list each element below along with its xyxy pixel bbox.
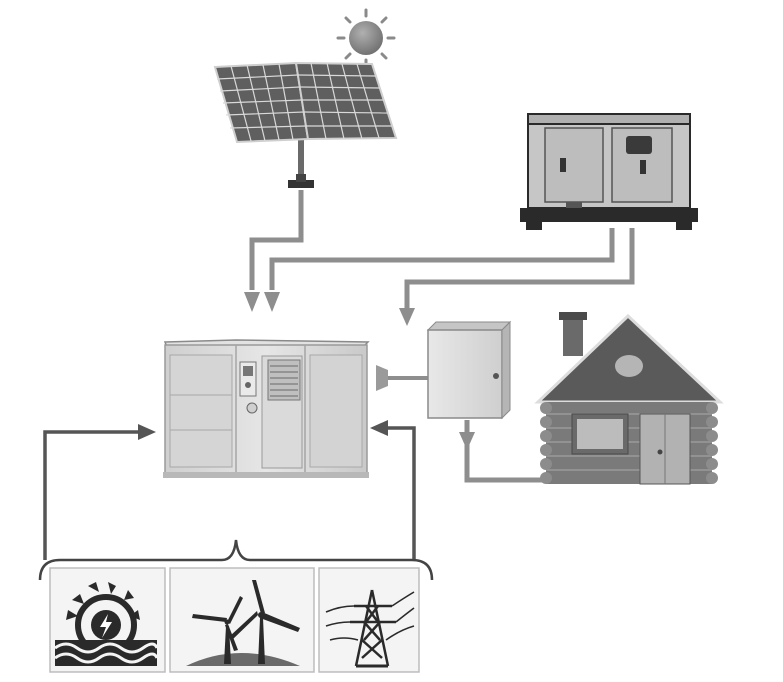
transmission-tower-icon bbox=[325, 589, 415, 668]
electrical-cabinet-icon bbox=[426, 320, 512, 420]
house-icon bbox=[534, 312, 724, 485]
house-arrowhead bbox=[459, 432, 475, 450]
generator-icon bbox=[520, 113, 698, 230]
hydro-turbine-icon bbox=[54, 582, 159, 666]
container-icon bbox=[163, 339, 370, 478]
solar-panel-icon bbox=[213, 61, 398, 188]
wind-turbine-icon bbox=[186, 580, 300, 666]
solar-connector-line bbox=[249, 190, 304, 290]
container-cabinet-link bbox=[376, 365, 430, 391]
sun-icon bbox=[336, 8, 396, 68]
solar-arrowhead bbox=[244, 292, 260, 312]
brace bbox=[38, 539, 434, 581]
connector-arrowheads bbox=[244, 292, 475, 450]
source-arrows bbox=[43, 426, 416, 560]
solar-panel-right bbox=[294, 61, 398, 141]
cabinet-house-connector-line bbox=[464, 420, 545, 483]
generator-connector-line bbox=[269, 228, 615, 290]
generator-arrowhead bbox=[264, 292, 280, 312]
source-arrowheads bbox=[138, 420, 388, 440]
generator-cabinet-connector-line bbox=[404, 228, 635, 308]
cabinet-arrowhead bbox=[399, 308, 415, 326]
